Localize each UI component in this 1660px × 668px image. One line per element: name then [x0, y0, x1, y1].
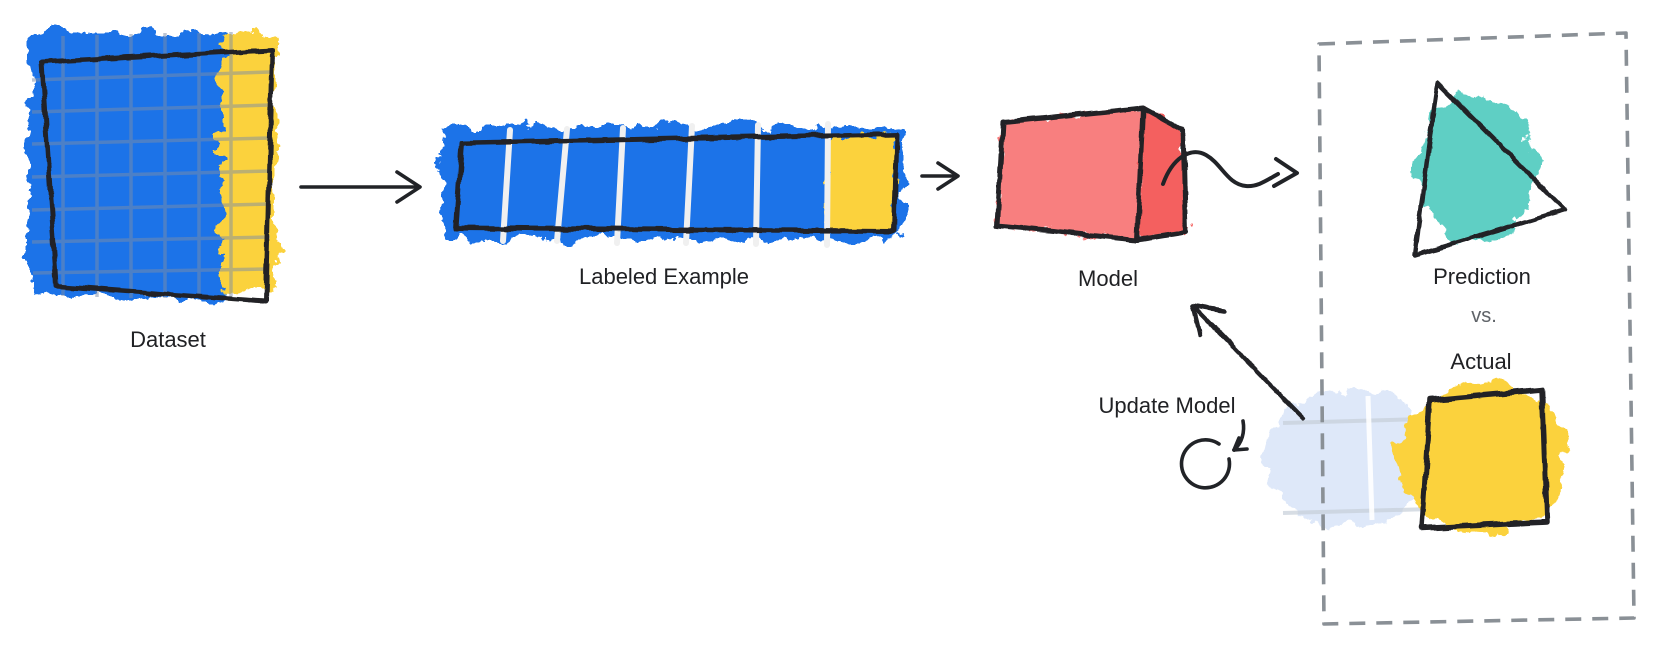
example-dividers	[500, 121, 831, 248]
example-border	[453, 131, 900, 234]
actual-yellow-fill	[1397, 382, 1567, 534]
dataset-blue-fill	[28, 32, 230, 296]
dataset-figure	[28, 32, 277, 304]
prediction-label: Prediction	[1433, 264, 1531, 289]
model-figure	[994, 105, 1189, 243]
actual-label: Actual	[1450, 349, 1512, 374]
model-label: Model	[1078, 266, 1138, 291]
actual-figure	[1397, 382, 1567, 534]
prediction-triangle-fill	[1417, 94, 1537, 242]
prediction-figure	[1412, 79, 1568, 258]
prediction-triangle-outline	[1412, 79, 1568, 258]
update-model-label: Update Model	[1098, 393, 1236, 418]
dataset-border	[39, 47, 275, 304]
example-label-cell	[827, 134, 897, 231]
squiggle-arrow-icon	[1161, 150, 1299, 189]
model-side-face	[1137, 108, 1186, 240]
labeled-example-label: Labeled Example	[578, 264, 750, 289]
model-outline	[994, 105, 1189, 243]
labeled-example-figure	[442, 121, 904, 248]
dataset-grid	[31, 32, 271, 298]
arrow-right-icon	[299, 170, 422, 204]
loop-icon	[1179, 419, 1249, 490]
dataset-label-column	[221, 36, 277, 292]
arrow-right-icon	[920, 161, 960, 191]
update-arrow-icon	[1190, 303, 1306, 421]
vs-label: vs.	[1471, 305, 1497, 327]
dataset-label: Dataset	[130, 327, 206, 352]
evaluation-panel-dashed-border	[1317, 31, 1636, 626]
model-front-face	[997, 108, 1143, 240]
actual-square-outline	[1419, 387, 1550, 531]
actual-ghost-blob	[1264, 388, 1440, 528]
